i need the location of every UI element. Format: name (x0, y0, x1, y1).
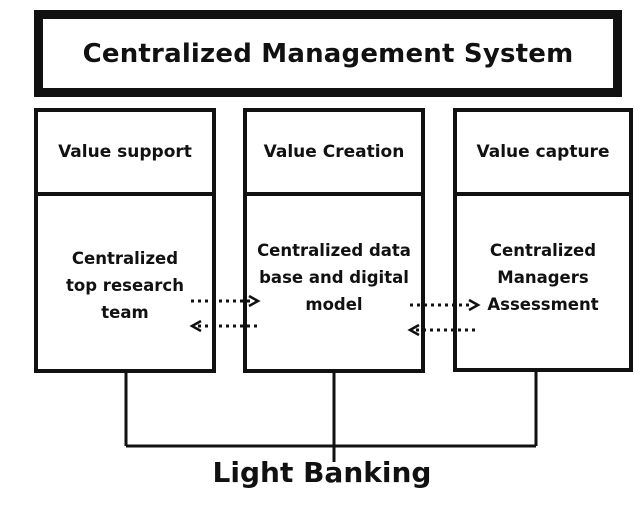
body-line: Centralized (71, 249, 179, 268)
arrow-left-icon (407, 323, 478, 337)
body-line: Centralized (489, 240, 597, 260)
column-body-value-creation: Centralized data base and digital model (243, 196, 425, 373)
arrow-left-icon (189, 319, 259, 333)
body-line: base and digital (259, 268, 409, 287)
body-line: Managers (497, 267, 589, 287)
bracket-connector (124, 372, 538, 462)
body-line: Centralized data (257, 241, 411, 260)
column-body-value-support: Centralized top research team (34, 196, 216, 373)
column-header-value-capture: Value capture (453, 108, 633, 196)
body-line: model (305, 295, 363, 314)
body-line: team (101, 303, 149, 322)
column-header-label: Value Creation (263, 142, 405, 162)
column-header-value-creation: Value Creation (243, 108, 425, 196)
body-line: top research (66, 276, 184, 295)
column-header-label: Value capture (476, 142, 610, 162)
system-title-box: Centralized Management System (34, 10, 622, 97)
footer-label: Light Banking (212, 456, 432, 489)
arrow-right-icon (191, 294, 261, 308)
column-body-text: Centralized top research team (66, 245, 184, 326)
column-body-text: Centralized data base and digital model (257, 237, 411, 318)
system-title: Centralized Management System (82, 38, 574, 69)
column-header-label: Value support (58, 142, 192, 162)
body-line: Assessment (487, 294, 599, 314)
column-header-value-support: Value support (34, 108, 216, 196)
column-body-value-capture: Centralized Managers Assessment (453, 196, 633, 372)
column-body-text: Centralized Managers Assessment (487, 237, 598, 318)
arrow-right-icon (410, 298, 481, 312)
